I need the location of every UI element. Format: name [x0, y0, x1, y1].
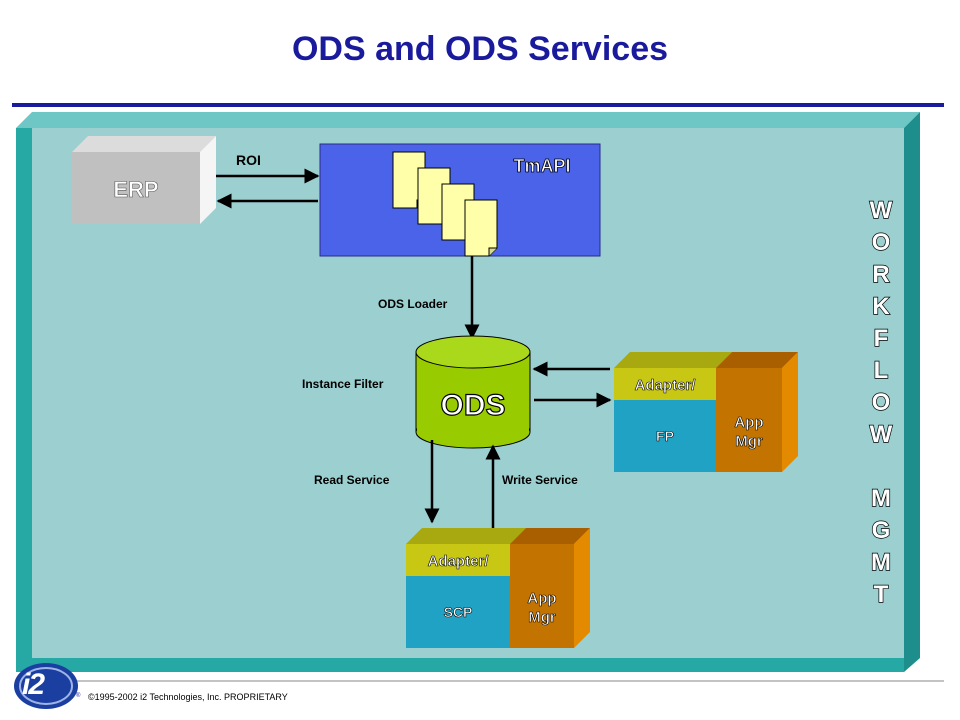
- document-stack-icon: [392, 151, 498, 257]
- workflow-letter: O: [872, 229, 891, 256]
- workflow-letter: T: [874, 581, 889, 608]
- erp-label: ERP: [113, 177, 158, 202]
- workflow-letter: L: [874, 357, 889, 384]
- scp-appmgr-label-2: Mgr: [528, 609, 556, 626]
- fp-appmgr-label-2: Mgr: [735, 433, 763, 450]
- tmapi-box: TmAPI: [319, 143, 601, 257]
- scp-adapter-block: Adapter/ SCP App Mgr: [406, 528, 590, 648]
- registered-mark: ®: [76, 693, 81, 699]
- i2-logo: [14, 663, 78, 709]
- page-title: ODS and ODS Services: [291, 30, 669, 68]
- read-service-label: Read Service: [314, 473, 390, 487]
- copyright-notice: ©1995-2002 i2 Technologies, Inc. PROPRIE…: [88, 692, 288, 702]
- workflow-letter: G: [872, 517, 891, 544]
- instance-filter-label: Instance Filter: [302, 377, 384, 391]
- workflow-letter: M: [871, 485, 891, 512]
- tmapi-label: TmAPI: [513, 156, 570, 176]
- workflow-letter: W: [870, 421, 893, 448]
- title-underline: [12, 103, 944, 107]
- ods-loader-label: ODS Loader: [378, 297, 448, 311]
- fp-label: FP: [656, 428, 674, 444]
- scp-appmgr-label-1: App: [527, 590, 556, 607]
- erp-box: ERP: [72, 136, 216, 224]
- write-service-label: Write Service: [502, 473, 578, 487]
- scp-label: SCP: [444, 604, 473, 620]
- fp-adapter-label: Adapter/: [635, 377, 697, 394]
- workflow-letter: K: [872, 293, 890, 320]
- ods-database: ODS: [415, 335, 531, 449]
- scp-adapter-label: Adapter/: [428, 553, 490, 570]
- roi-label: ROI: [236, 152, 261, 168]
- fp-adapter-block: Adapter/ FP App Mgr: [614, 352, 798, 472]
- workflow-letter: F: [874, 325, 889, 352]
- workflow-letter: W: [870, 197, 893, 224]
- workflow-letter: R: [872, 261, 889, 288]
- workflow-letter: M: [871, 549, 891, 576]
- ods-label: ODS: [440, 389, 505, 422]
- logo-text: i2: [22, 668, 45, 701]
- workflow-letter: O: [872, 389, 891, 416]
- fp-appmgr-label-1: App: [734, 414, 763, 431]
